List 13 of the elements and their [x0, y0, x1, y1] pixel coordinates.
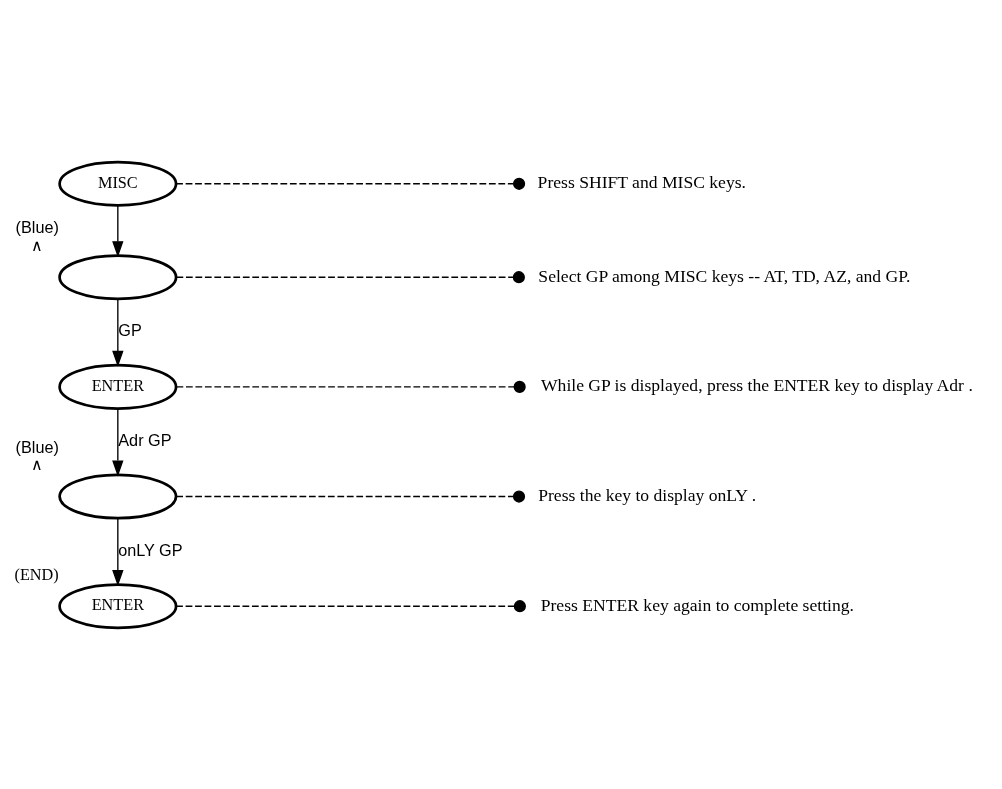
- node-text: While GP is displayed, press the ENTER key to display Adr .: [540, 374, 973, 395]
- node-text: Press the key to display onLY .: [538, 484, 757, 505]
- node-text: Press SHIFT and MISC keys.: [537, 171, 746, 192]
- node-text: Select GP among MISC keys -- AT, TD, AZ, and GP.: [538, 265, 911, 286]
- edge-label: Adr GP: [118, 430, 172, 449]
- edge-label: onLY GP: [118, 540, 183, 559]
- node-label: ∧: [31, 454, 44, 473]
- node-label: (Blue): [15, 217, 59, 236]
- node-label: ∧: [31, 235, 44, 254]
- edge-label: GP: [118, 320, 142, 339]
- node-label: (Blue): [15, 437, 59, 456]
- node-label: (END): [14, 565, 59, 584]
- node-text: Press ENTER key again to complete setting.: [540, 594, 854, 615]
